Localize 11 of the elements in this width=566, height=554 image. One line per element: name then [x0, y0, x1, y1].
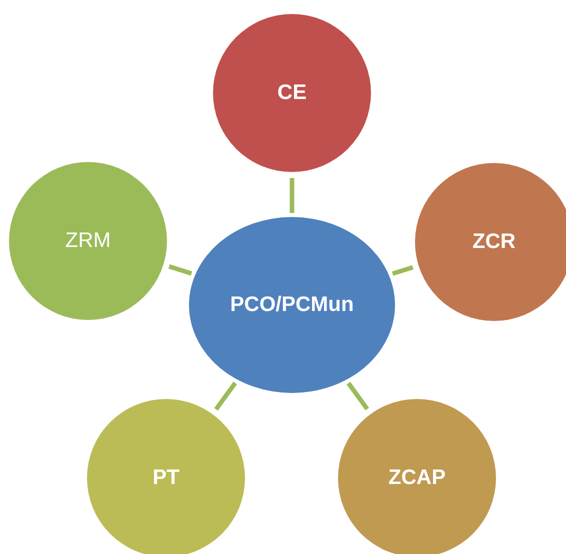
connector-line	[168, 264, 192, 276]
node-label: ZCAP	[388, 466, 446, 490]
connector-line	[290, 178, 294, 213]
node-label: CE	[277, 81, 307, 105]
node-label: PT	[152, 466, 180, 490]
connector-line	[346, 382, 370, 410]
node-label: PCO/PCMun	[230, 293, 354, 317]
connector-line	[214, 382, 238, 411]
node-label: ZCR	[472, 230, 516, 254]
connector-line	[392, 265, 414, 276]
node-label: ZRM	[65, 229, 111, 253]
